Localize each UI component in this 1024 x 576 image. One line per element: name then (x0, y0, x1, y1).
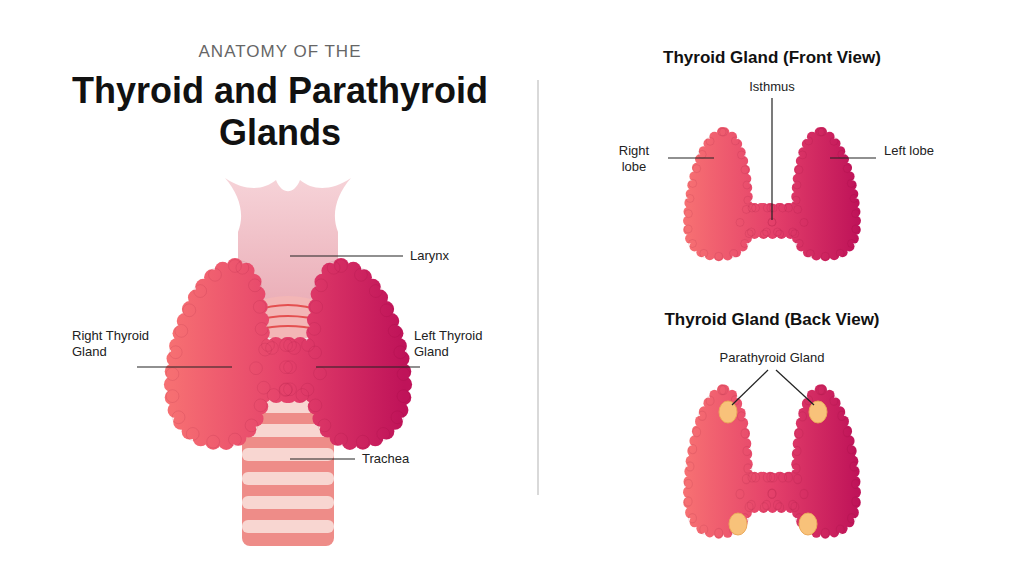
part-label: Left Thyroid Gland (414, 328, 504, 360)
main-title: Thyroid and Parathyroid Glands (70, 70, 490, 154)
parathyroid-glands (719, 401, 827, 535)
view-heading: Thyroid Gland (Back View) (612, 312, 932, 328)
thyroid-back-illustration (683, 384, 861, 538)
part-label: Right Thyroid Gland (72, 328, 172, 360)
part-label: Trachea (362, 451, 462, 467)
part-label: Isthmus (722, 79, 822, 95)
view-heading: Thyroid Gland (Front View) (612, 50, 932, 66)
part-label: Left lobe (880, 143, 938, 159)
divider-line (537, 80, 539, 495)
part-label: Right lobe (605, 143, 663, 175)
part-label: Parathyroid Gland (672, 350, 872, 366)
thyroid-illustration (164, 258, 412, 450)
pre-title: ANATOMY OF THE (40, 44, 520, 60)
part-label: Larynx (410, 248, 510, 264)
